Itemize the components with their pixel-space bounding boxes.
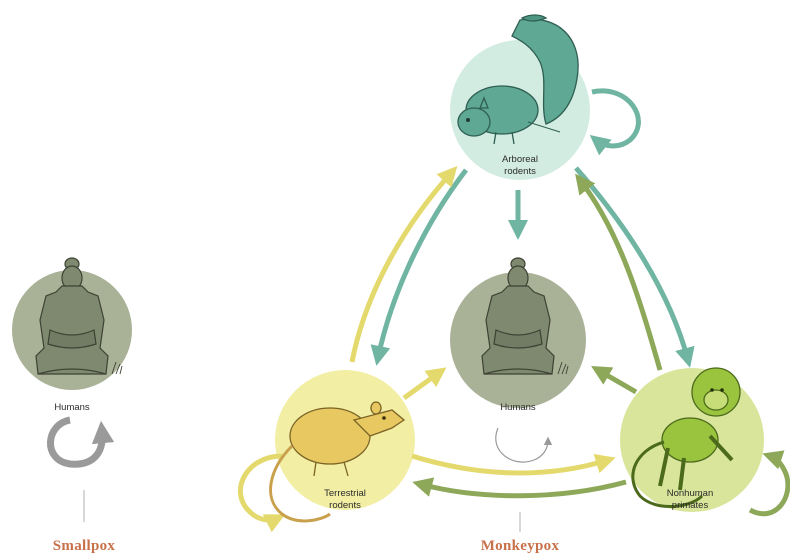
- arrow-terrestrial-to-arboreal: [352, 172, 452, 362]
- monkeypox-panel: Arboreal rodents Humans Terrestrial rode…: [240, 15, 788, 554]
- terrestrial-label-line2: rodents: [329, 500, 361, 511]
- monkeypox-humans-label: Humans: [500, 402, 536, 413]
- arboreal-label-line2: rodents: [504, 166, 536, 177]
- primates-label-line1: Nonhuman: [667, 488, 713, 499]
- arrow-humans-self-loop: [496, 428, 548, 462]
- terrestrial-label-line1: Terrestrial: [324, 488, 366, 499]
- smallpox-caption: Smallpox: [53, 538, 116, 554]
- arrow-primates-to-terrestrial: [420, 482, 626, 496]
- smallpox-humans-label: Humans: [54, 402, 90, 413]
- arboreal-label-line1: Arboreal: [502, 154, 538, 165]
- primates-label-line2: primates: [672, 500, 709, 511]
- arrow-arboreal-self-loop: [592, 91, 638, 146]
- smallpox-panel: Humans Smallpox: [12, 258, 132, 554]
- arrow-terrestrial-to-humans: [404, 372, 440, 398]
- arrow-primates-to-arboreal: [580, 180, 660, 370]
- arrow-primates-to-humans: [598, 370, 636, 392]
- smallpox-self-loop-arrow: [50, 420, 102, 464]
- monkeypox-caption: Monkeypox: [481, 538, 560, 554]
- arrow-terrestrial-to-primates: [412, 456, 608, 473]
